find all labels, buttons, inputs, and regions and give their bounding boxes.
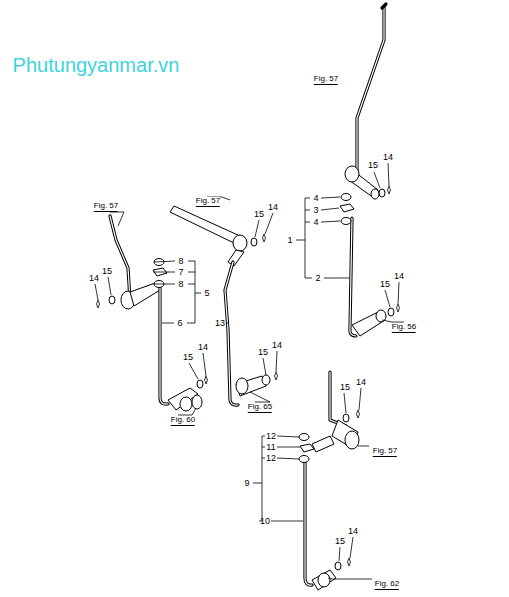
callout-number: 9 xyxy=(244,479,249,488)
lever-arm xyxy=(312,372,360,452)
callout-number: 15 xyxy=(368,161,378,170)
figure-ref: Fig. 65 xyxy=(248,403,272,413)
callout-number: 6 xyxy=(177,319,182,328)
figure-ref: Fig. 56 xyxy=(392,323,416,333)
figure-ref: Fig. 57 xyxy=(196,197,220,207)
callout-number: 2 xyxy=(315,274,320,283)
callout-number: 5 xyxy=(204,289,209,298)
callout-number: 15 xyxy=(335,537,345,546)
figure-ref: Fig. 57 xyxy=(373,447,397,457)
rod xyxy=(299,434,351,591)
callout-number: 14 xyxy=(89,274,99,283)
callout-number: 10 xyxy=(260,517,270,526)
figure-ref: Fig. 57 xyxy=(94,202,118,212)
rod xyxy=(340,194,400,337)
group-bracket xyxy=(187,198,312,521)
callout-number: 15 xyxy=(254,210,264,219)
figure-ref: Fig. 57 xyxy=(314,75,338,85)
rod xyxy=(225,262,278,405)
callout-number: 12 xyxy=(266,432,276,441)
callout-number: 14 xyxy=(348,527,358,536)
callout-number: 14 xyxy=(272,341,282,350)
figure-ref: Fig. 60 xyxy=(171,416,195,426)
callout-number: 1 xyxy=(287,236,292,245)
lever-arm xyxy=(345,4,386,199)
lever-arm xyxy=(170,206,266,266)
washer-pin xyxy=(379,186,391,197)
callout-number: 15 xyxy=(258,348,268,357)
callout-number: 7 xyxy=(178,268,183,277)
lever-arm xyxy=(97,216,161,309)
callout-number: 12 xyxy=(266,454,276,463)
rod xyxy=(153,259,208,412)
callout-number: 15 xyxy=(102,267,112,276)
callout-number: 15 xyxy=(380,280,390,289)
callout-number: 14 xyxy=(268,203,278,212)
watermark: Phutungyanmar.vn xyxy=(13,55,180,75)
callout-number: 8 xyxy=(178,257,183,266)
callout-number: 3 xyxy=(313,206,318,215)
leader-line xyxy=(95,163,404,579)
callout-number: 14 xyxy=(394,272,404,281)
callout-number: 4 xyxy=(313,194,318,203)
callout-number: 15 xyxy=(340,383,350,392)
callout-number: 14 xyxy=(356,378,366,387)
callout-number: 13 xyxy=(215,319,225,328)
callout-number: 11 xyxy=(266,443,275,452)
callout-number: 8 xyxy=(178,280,183,289)
callout-number: 4 xyxy=(313,218,318,227)
callout-number: 14 xyxy=(383,153,393,162)
callout-number: 15 xyxy=(183,353,193,362)
figure-ref: Fig. 62 xyxy=(375,580,399,590)
callout-number: 14 xyxy=(198,343,208,352)
